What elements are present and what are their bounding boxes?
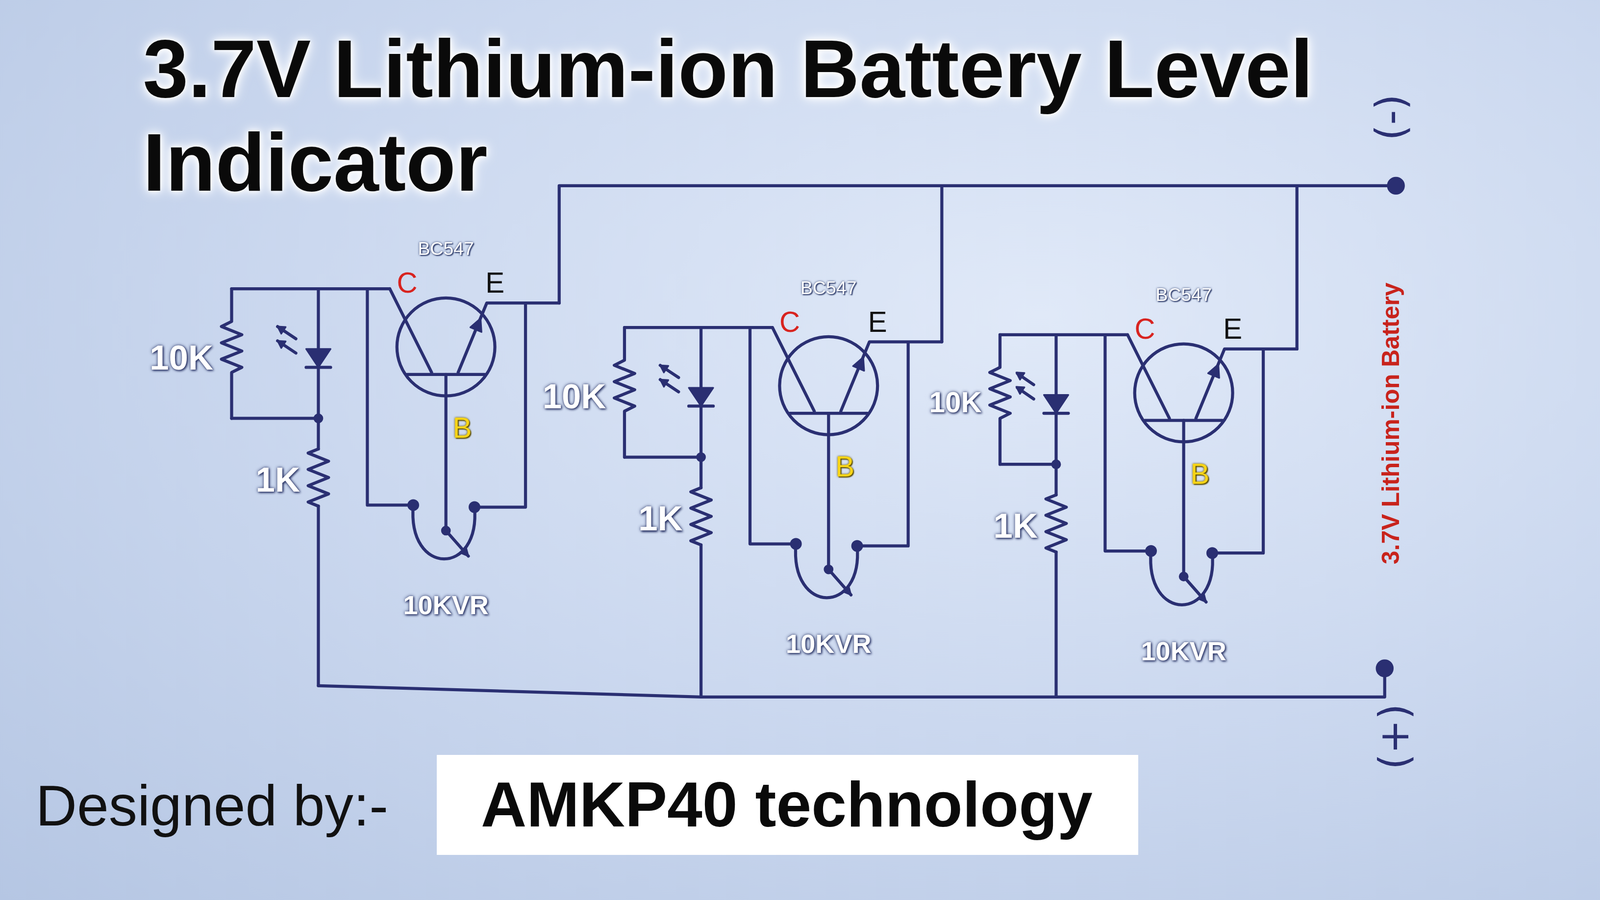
- junction-dot: [790, 538, 801, 550]
- pin-label: B: [452, 414, 473, 443]
- credit-box: AMKP40 technology: [436, 754, 1138, 855]
- terminal-sign: (+): [1373, 703, 1415, 771]
- junction-dot: [469, 501, 480, 513]
- node-text: AMKP40 technology: [480, 770, 1093, 840]
- transistor-label: BC547: [417, 239, 475, 258]
- indicator-stage: [614, 327, 942, 698]
- wiper-arrow: [828, 569, 851, 596]
- resistor-value: 1K: [638, 500, 683, 536]
- pin-label: C: [397, 269, 418, 299]
- wiper-arrow: [1183, 576, 1207, 602]
- transistor-symbol: [1134, 344, 1233, 443]
- wiper-arrow-head: [459, 547, 469, 557]
- potentiometer-value: 10KVR: [785, 630, 872, 657]
- junction-dot: [408, 500, 419, 511]
- transistor-symbol: [779, 336, 878, 435]
- resistor-value: 10K: [149, 339, 214, 375]
- junction-dot: [314, 414, 323, 423]
- wiper-arrow: [446, 530, 469, 556]
- led-symbol: [688, 387, 714, 406]
- pin-label: B: [1190, 460, 1210, 489]
- resistor-symbol: [989, 334, 1011, 465]
- resistor-value: 1K: [993, 508, 1038, 544]
- junction-dot: [441, 526, 450, 535]
- resistor-symbol: [614, 327, 635, 457]
- resistor-symbol: [1046, 495, 1067, 553]
- led-bar: [305, 365, 331, 369]
- emitter-arrow: [470, 318, 482, 332]
- resistor-symbol: [308, 449, 329, 507]
- junction-dot: [824, 565, 833, 574]
- potentiometer-symbol: [412, 504, 475, 559]
- transistor-label: BC547: [800, 278, 857, 297]
- potentiometer-value: 10KVR: [402, 591, 489, 619]
- emitter-arrow: [1207, 364, 1220, 378]
- indicator-stage: [221, 288, 560, 686]
- diagram-title: 3.7V Lithium-ion Battery Level Indicator: [142, 22, 1368, 211]
- led-bar: [1044, 411, 1069, 415]
- potentiometer-value: 10KVR: [1140, 637, 1226, 665]
- positive-rail: [318, 668, 1385, 697]
- resistor-value: 1K: [255, 462, 300, 498]
- led-symbol: [305, 349, 331, 368]
- junction-dot: [1146, 546, 1157, 557]
- junction-dot: [697, 452, 706, 462]
- potentiometer-symbol: [795, 544, 858, 599]
- transistor-label: BC547: [1155, 285, 1212, 304]
- credit-label: Designed by:-: [35, 777, 389, 835]
- pin-label: E: [485, 269, 505, 299]
- transistor-base: [407, 373, 485, 376]
- battery-label: 3.7V Lithium-ion Battery: [1378, 282, 1403, 565]
- battery-terminal: [1376, 660, 1393, 677]
- negative-rail: [559, 185, 1397, 350]
- pin-label: E: [1223, 315, 1243, 344]
- light-arrow: [660, 365, 679, 392]
- junction-dot: [1051, 460, 1061, 469]
- junction-dot: [1179, 572, 1188, 581]
- light-arrow-head: [1016, 372, 1025, 395]
- potentiometer-symbol: [1150, 550, 1213, 605]
- transistor-base: [1145, 419, 1223, 423]
- resistor-value: 10K: [929, 388, 982, 418]
- emitter-arrow: [852, 357, 865, 372]
- transistor-base: [789, 411, 868, 415]
- indicator-stage: [989, 334, 1298, 698]
- terminal-sign: (-): [1370, 94, 1412, 141]
- pin-label: C: [779, 308, 800, 337]
- wire: [231, 288, 560, 686]
- wiper-arrow-head: [842, 586, 851, 596]
- resistor-symbol: [221, 288, 243, 419]
- wire: [1000, 334, 1298, 698]
- led-symbol: [1044, 395, 1069, 414]
- light-arrow: [277, 326, 296, 353]
- resistor-value: 10K: [542, 378, 607, 414]
- battery-terminal: [1387, 177, 1404, 194]
- pin-label: B: [835, 452, 855, 482]
- pin-label: E: [868, 308, 888, 337]
- pin-label: C: [1134, 315, 1156, 344]
- light-arrow-head: [660, 365, 669, 387]
- light-arrow-head: [277, 326, 286, 349]
- led-bar: [688, 404, 714, 408]
- wire: [624, 327, 942, 698]
- junction-dot: [851, 540, 863, 551]
- wiper-arrow-head: [1197, 593, 1206, 602]
- junction-dot: [1207, 548, 1218, 559]
- transistor-symbol: [397, 298, 496, 397]
- resistor-symbol: [690, 487, 712, 546]
